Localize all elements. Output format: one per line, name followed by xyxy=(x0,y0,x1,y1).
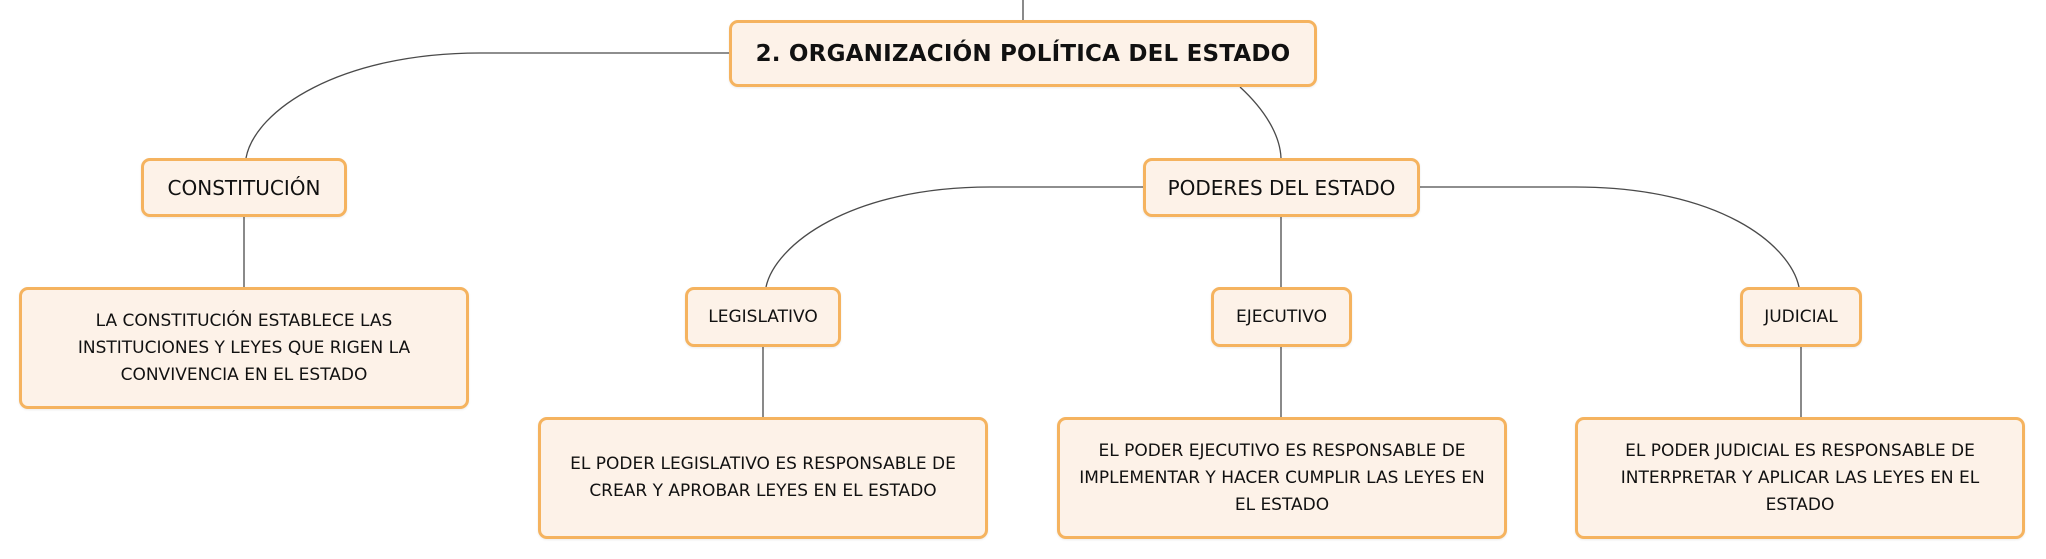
legislativo-label: LEGISLATIVO xyxy=(708,307,818,327)
connector-root-to-constitucion xyxy=(245,52,729,159)
constitucion-node[interactable]: CONSTITUCIÓN xyxy=(141,158,347,217)
connector-poderes-to-legislativo xyxy=(765,186,1143,288)
judicial-description-node[interactable]: EL PODER JUDICIAL ES RESPONSABLE DE INTE… xyxy=(1575,417,2025,539)
ejecutivo-node[interactable]: EJECUTIVO xyxy=(1211,287,1352,347)
root-node[interactable]: 2. ORGANIZACIÓN POLÍTICA DEL ESTADO xyxy=(729,20,1317,87)
ejecutivo-description: EL PODER EJECUTIVO ES RESPONSABLE DE IMP… xyxy=(1079,440,1485,515)
constitucion-label: CONSTITUCIÓN xyxy=(167,175,321,200)
poderes-node[interactable]: PODERES DEL ESTADO xyxy=(1143,158,1420,217)
judicial-node[interactable]: JUDICIAL xyxy=(1740,287,1862,347)
legislativo-node[interactable]: LEGISLATIVO xyxy=(685,287,841,347)
legislativo-description-node[interactable]: EL PODER LEGISLATIVO ES RESPONSABLE DE C… xyxy=(538,417,988,539)
judicial-description: EL PODER JUDICIAL ES RESPONSABLE DE INTE… xyxy=(1620,440,1980,515)
ejecutivo-description-node[interactable]: EL PODER EJECUTIVO ES RESPONSABLE DE IMP… xyxy=(1057,417,1507,539)
root-label: 2. ORGANIZACIÓN POLÍTICA DEL ESTADO xyxy=(755,40,1291,67)
judicial-label: JUDICIAL xyxy=(1764,307,1838,327)
constitucion-description-node[interactable]: LA CONSTITUCIÓN ESTABLECE LAS INSTITUCIO… xyxy=(19,287,469,409)
ejecutivo-label: EJECUTIVO xyxy=(1236,307,1327,327)
poderes-label: PODERES DEL ESTADO xyxy=(1167,175,1396,200)
constitucion-description: LA CONSTITUCIÓN ESTABLECE LAS INSTITUCIO… xyxy=(77,310,411,385)
connector-poderes-to-judicial xyxy=(1420,186,1800,288)
legislativo-description: EL PODER LEGISLATIVO ES RESPONSABLE DE C… xyxy=(570,454,956,501)
connector-root-to-poderes xyxy=(1239,86,1282,159)
